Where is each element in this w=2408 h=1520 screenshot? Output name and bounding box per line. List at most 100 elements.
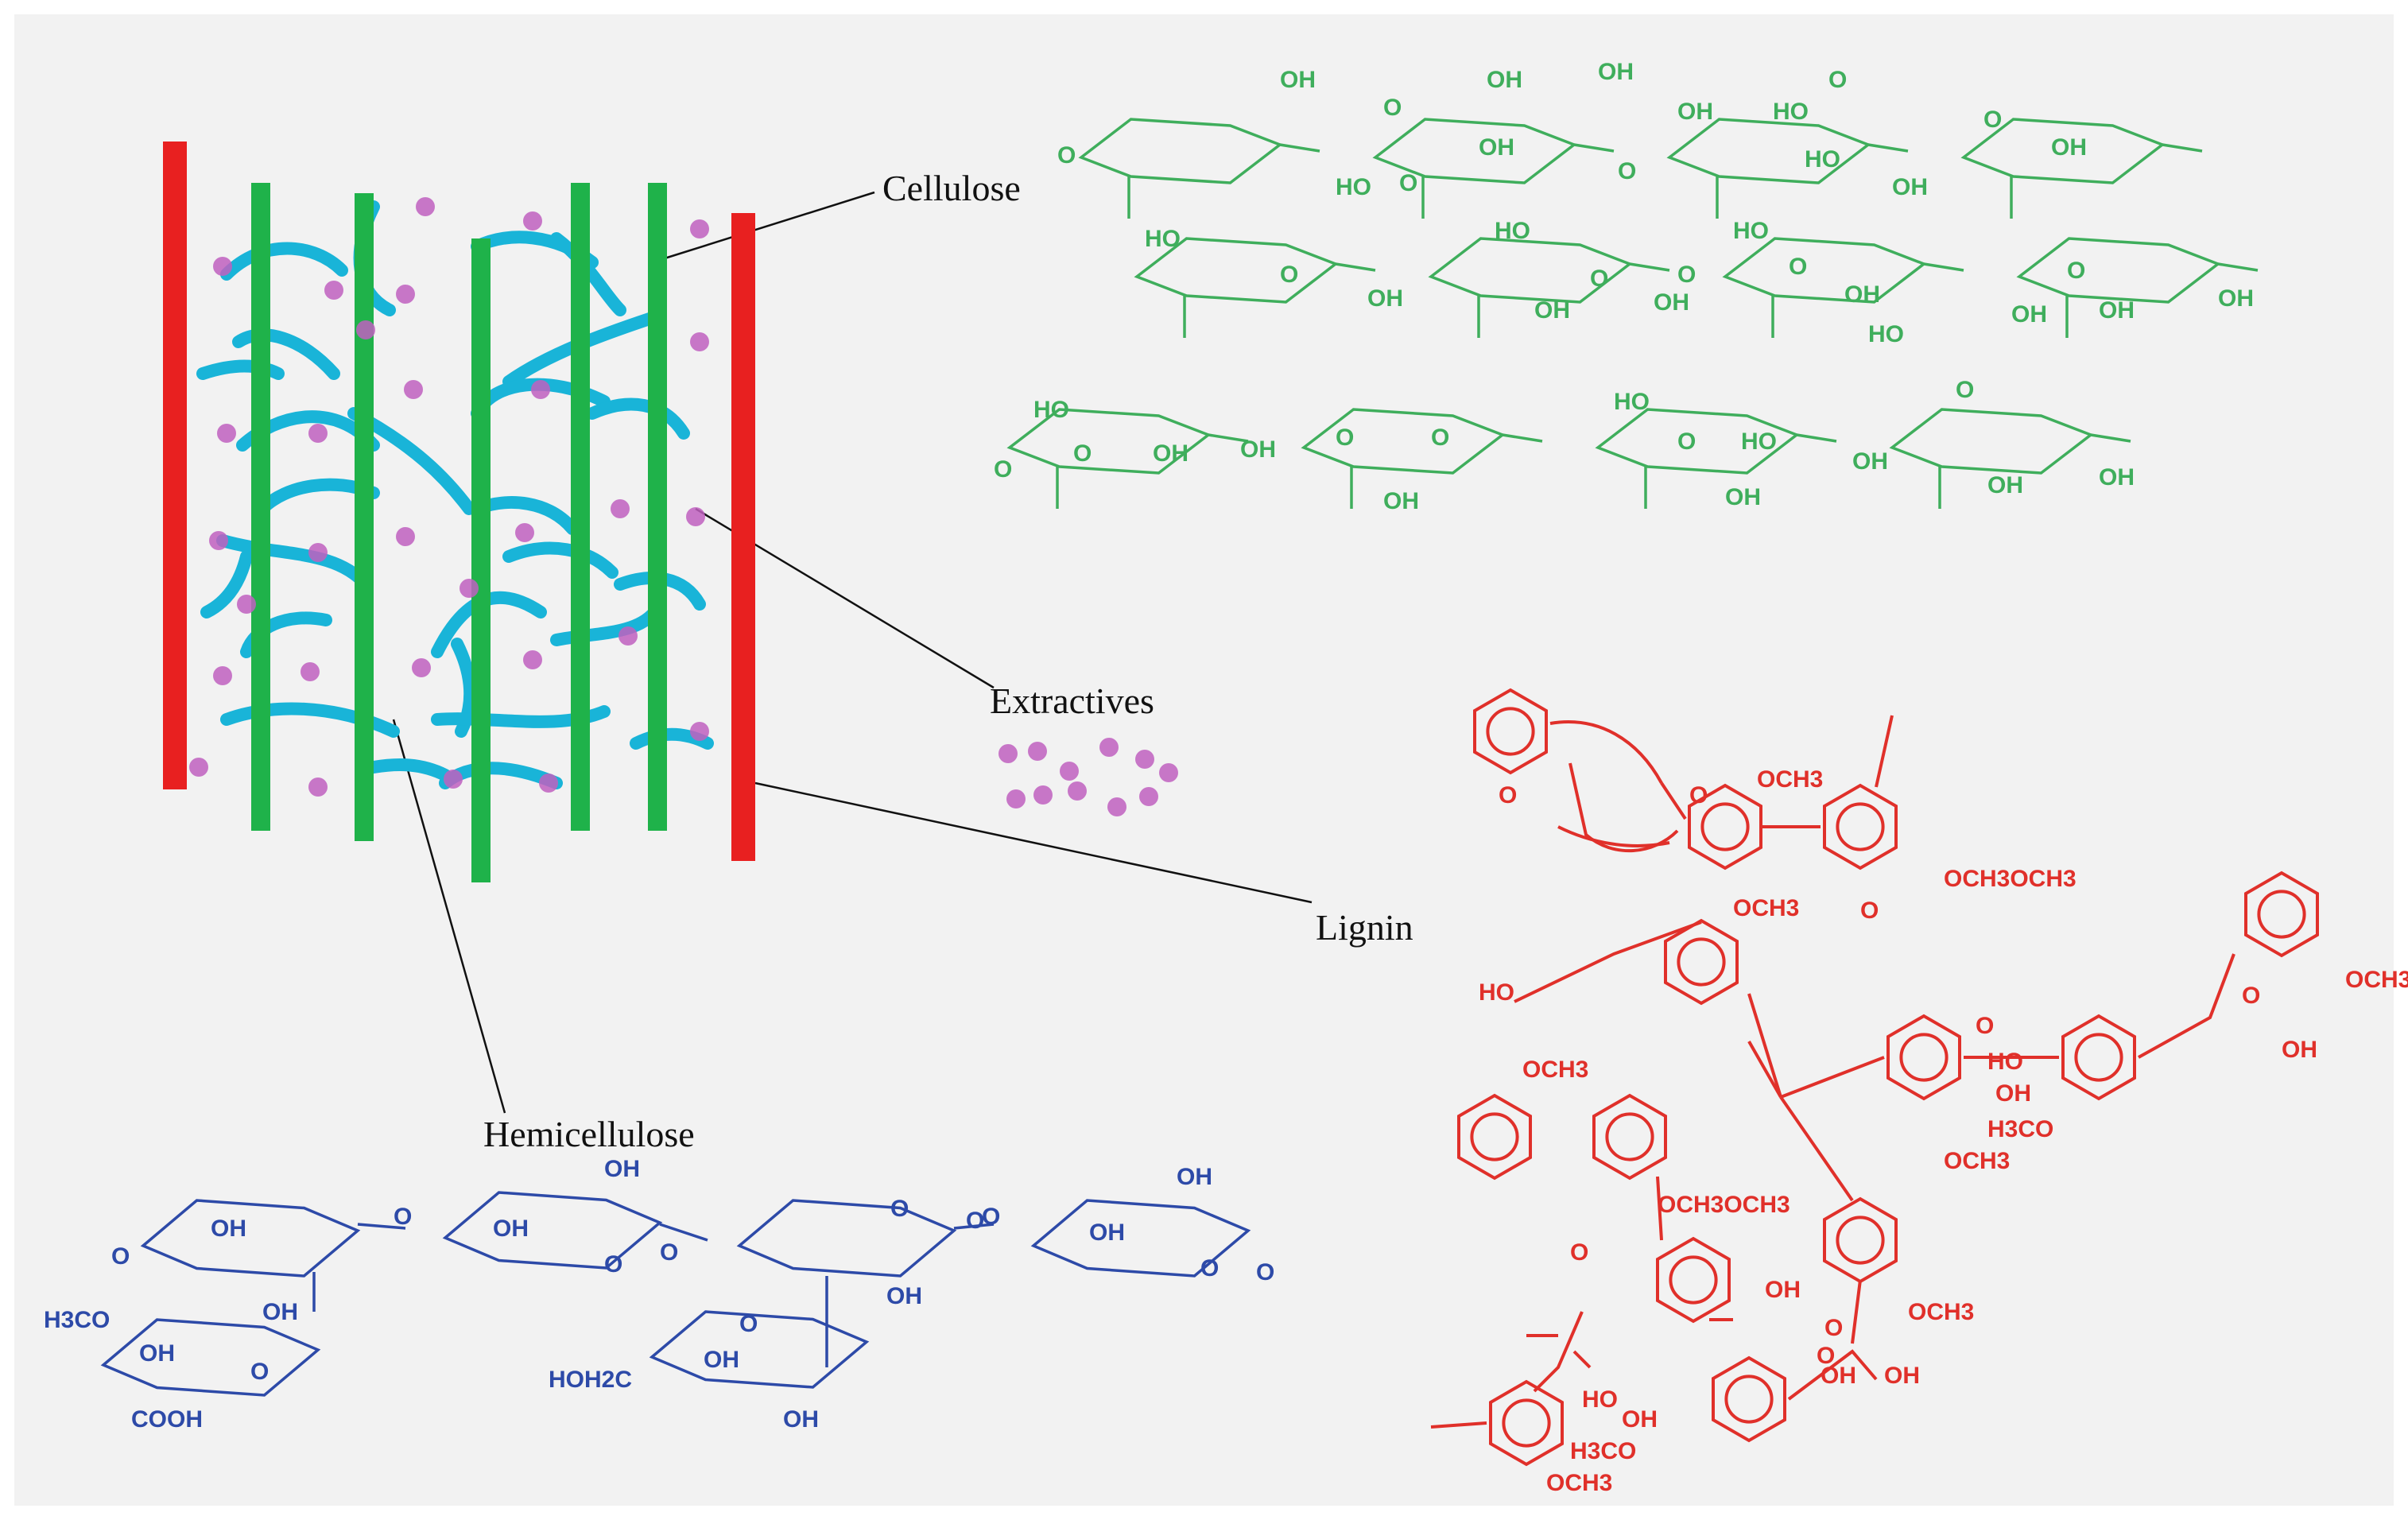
lignin-group-label: OH <box>1995 1080 2031 1107</box>
aromatic-ring <box>1664 918 1739 1006</box>
cellulose-group-label: OH <box>1725 484 1761 510</box>
lignin-bond <box>1747 993 1782 1098</box>
glycosidic-bond <box>2217 262 2259 272</box>
extractive-particle <box>690 722 709 741</box>
lignin-group-label: OCH3 <box>1522 1057 1588 1083</box>
hemicellulose-strand <box>367 758 452 781</box>
hemicellulose-group-label: O <box>982 1204 1000 1230</box>
cellulose-group-label: HO <box>1614 389 1650 415</box>
lignin-group-label: O <box>2242 983 2260 1009</box>
hemicellulose-strand <box>196 359 285 380</box>
cellulose-group-label: O <box>1789 254 1807 280</box>
aromatic-ring-inner <box>2257 890 2306 939</box>
extractive-particle <box>356 320 375 339</box>
aromatic-ring-inner <box>2074 1033 2123 1082</box>
glycosidic-bond <box>953 1223 995 1230</box>
extractive-particle <box>1068 781 1087 801</box>
cellulose-leader-line <box>664 191 875 260</box>
extractive-particle <box>308 424 328 443</box>
lignin-group-label: HO <box>1479 979 1514 1006</box>
lignin-leader-line <box>754 781 1313 904</box>
cellulose-microfibril-bar <box>471 238 491 882</box>
cellulose-group-label: OH <box>2099 464 2135 491</box>
aromatic-ring-inner <box>1470 1112 1519 1161</box>
aromatic-ring <box>1592 1093 1667 1181</box>
extractive-particle <box>404 380 423 399</box>
lignin-bond <box>1779 1095 1854 1202</box>
glycosidic-bond <box>1573 143 1615 153</box>
cellulose-group-label: O <box>994 456 1012 483</box>
lignin-group-label: H3CO <box>1987 1116 2053 1142</box>
hemicellulose-group-label: OH <box>704 1347 739 1373</box>
cellulose-group-label: HO <box>1145 226 1181 252</box>
lignin-group-label: O <box>1824 1315 1843 1341</box>
lignin-bond <box>1875 715 1894 788</box>
extractive-particle <box>1135 750 1154 769</box>
cellulose-group-label: HO <box>1805 146 1840 173</box>
extractive-particles-in-wall <box>189 197 709 797</box>
cellulose-group-label: OH <box>1479 134 1514 161</box>
hemicellulose-group-label: O <box>604 1251 622 1278</box>
extractive-particle <box>308 777 328 797</box>
extractive-particle <box>523 650 542 669</box>
lignin-group-label: OCH3OCH3 <box>1658 1192 1790 1218</box>
lignin-group-label: OCH3 <box>1757 766 1823 793</box>
hemicellulose-group-label: O <box>739 1311 758 1337</box>
lignin-group-label: OCH3 <box>1908 1299 1974 1325</box>
cellulose-group-label: OH <box>2099 297 2135 324</box>
aromatic-ring-inner <box>1669 1255 1718 1305</box>
glycosidic-bond <box>1208 433 1249 443</box>
extractive-particle <box>324 281 343 300</box>
cellulose-label: Cellulose <box>882 168 1021 208</box>
cellulose-group-label: OH <box>1654 289 1689 316</box>
hemicellulose-group-label: OH <box>262 1299 298 1325</box>
aromatic-ring <box>1656 1236 1731 1324</box>
sugar-ring <box>442 1191 663 1270</box>
extractive-particle <box>1033 785 1053 805</box>
lignin-bond <box>1656 1176 1663 1241</box>
hemicellulose-leader-line <box>392 719 506 1114</box>
cellulose-group-label: OH <box>2011 301 2047 328</box>
hemicellulose-group-label: O <box>966 1208 984 1234</box>
cellulose-group-label: HO <box>1336 174 1371 200</box>
hemicellulose-strand <box>232 328 340 380</box>
cellulose-group-label: OH <box>1844 281 1880 308</box>
glycosidic-bond <box>1279 143 1320 153</box>
sugar-ring <box>140 1199 361 1278</box>
hemicellulose-structure <box>100 1191 1251 1397</box>
cellulose-group-label: OH <box>1280 67 1316 93</box>
cellulose-group-label: O <box>1280 262 1298 288</box>
glycosidic-bond <box>1923 262 1964 272</box>
lignin-group-label: O <box>1689 782 1708 808</box>
cellulose-microfibril-bar <box>355 193 374 841</box>
cellulose-microfibril-bar <box>648 183 667 831</box>
extractive-particle <box>416 197 435 216</box>
cellulose-group-label: O <box>1828 67 1847 93</box>
aromatic-ring <box>1823 783 1898 871</box>
hemicellulose-strand <box>347 407 475 515</box>
lignin-group-label: OCH3OCH3 <box>1944 866 2076 892</box>
extractive-particle <box>618 626 638 646</box>
cellulose-group-label: O <box>2067 258 2085 284</box>
hemicellulose-group-label: O <box>394 1204 412 1230</box>
lignin-bond <box>1787 1349 1878 1401</box>
hemicellulose-group-label: O <box>111 1243 130 1270</box>
hemicellulose-strand <box>216 534 372 591</box>
lignin-bar <box>163 142 187 789</box>
cellulose-microfibril-bar <box>251 183 270 831</box>
hemicellulose-strand <box>200 550 253 618</box>
extractive-particle <box>396 527 415 546</box>
lignin-bond <box>1572 1350 1592 1369</box>
extractive-particle <box>690 219 709 238</box>
cellulose-group-label: O <box>1983 107 2002 133</box>
cellulose-group-label: O <box>1057 142 1076 169</box>
lignin-group-label: HO <box>1582 1386 1618 1413</box>
aromatic-ring <box>1473 688 1548 775</box>
lignin-bond <box>1430 1421 1487 1429</box>
extractive-particle <box>1060 762 1079 781</box>
cellulose-group-label: OH <box>1240 436 1276 463</box>
